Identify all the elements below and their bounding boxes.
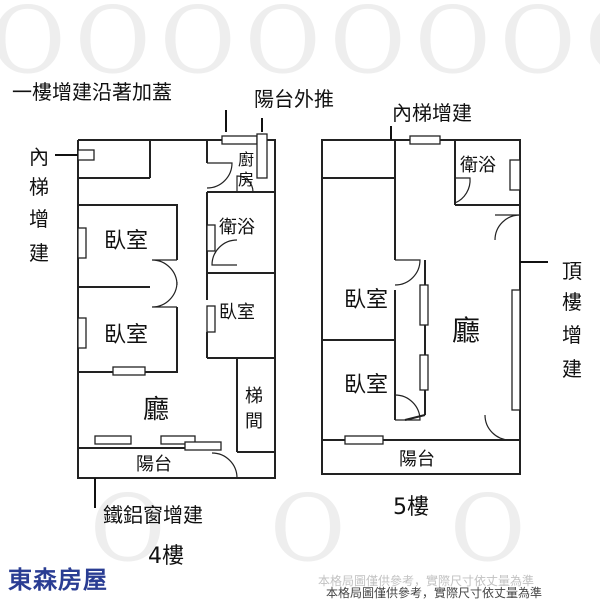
- window: [160, 435, 196, 445]
- room-label-living: 廳: [143, 395, 169, 425]
- window: [419, 284, 429, 326]
- window: [509, 159, 521, 191]
- door: [236, 175, 254, 193]
- door: [394, 394, 421, 421]
- watermark-glyph: O: [450, 475, 525, 582]
- door: [494, 214, 521, 241]
- door: [454, 177, 471, 204]
- floor4-plan: 臥室 臥室 臥室 衛浴 廚 房 梯 間 廳 陽台: [77, 133, 276, 479]
- watermark-glyph: O: [75, 0, 150, 94]
- window: [206, 224, 216, 252]
- door: [211, 452, 238, 479]
- floor4-caption: 4樓: [148, 544, 184, 569]
- room-label-bedroom: 臥室: [104, 229, 148, 254]
- window: [206, 305, 216, 333]
- watermark-glyph: O: [90, 475, 165, 582]
- floor5-plan: 衛浴 臥室 臥室 廳 陽台: [321, 135, 521, 475]
- annotation-inner-stair-char: 梯: [29, 175, 49, 199]
- door: [484, 414, 511, 441]
- window: [77, 149, 95, 161]
- room-label-balcony: 陽台: [136, 454, 172, 475]
- watermark-row: O O O O O O O O O O O: [0, 0, 600, 582]
- window: [184, 441, 222, 451]
- room-label-bedroom: 臥室: [344, 373, 388, 398]
- door: [151, 259, 178, 286]
- room-label-bedroom: 臥室: [104, 323, 148, 348]
- annotation-inner-stair-right: 內梯增建: [392, 101, 472, 125]
- room-label-bedroom: 臥室: [219, 302, 255, 323]
- watermark-glyph: O: [500, 0, 575, 94]
- annotation-balcony-push: 陽台外推: [254, 87, 334, 111]
- window: [77, 317, 87, 349]
- disclaimer-text: 本格局圖僅供參考，實際尺寸依丈量為準: [326, 585, 542, 600]
- door: [394, 259, 421, 286]
- floor5-caption: 5樓: [393, 495, 429, 520]
- annotation-inner-stair-char: 建: [29, 241, 49, 265]
- annotation-roof-ext-char: 樓: [562, 290, 582, 314]
- window: [112, 366, 146, 376]
- room-label-balcony: 陽台: [399, 449, 435, 470]
- window: [256, 133, 268, 179]
- door: [151, 281, 178, 308]
- door: [211, 239, 238, 266]
- window: [77, 227, 87, 259]
- room-label-bath: 衛浴: [460, 155, 496, 176]
- annotations: 一樓增建沿著加蓋 陽台外推 內 梯 增 建 鐵鋁窗增建 內梯增建 頂 樓 增 建: [12, 80, 582, 527]
- window: [511, 289, 521, 411]
- window: [409, 135, 441, 145]
- watermark-glyph: O: [330, 0, 405, 94]
- annotation-roof-ext-char: 增: [562, 323, 582, 347]
- room-label-bath: 衛浴: [219, 217, 255, 238]
- annotation-inner-stair-char: 增: [29, 207, 49, 231]
- watermark-glyph: O: [270, 475, 345, 582]
- window: [94, 435, 132, 445]
- annotation-roof-ext-char: 建: [562, 357, 582, 381]
- door: [206, 162, 233, 189]
- room-label-stair-1: 梯: [245, 386, 263, 407]
- watermark-glyph: O: [160, 0, 235, 94]
- watermark-glyph: O: [0, 0, 65, 94]
- watermark-glyph: O: [415, 0, 490, 94]
- annotation-first-floor-ext: 一樓增建沿著加蓋: [12, 80, 172, 104]
- room-label-stair-2: 間: [245, 411, 263, 432]
- room-label-kitchen-2: 房: [238, 170, 254, 189]
- watermark-glyph: O: [585, 0, 600, 94]
- window: [419, 354, 429, 391]
- room-label-bedroom: 臥室: [344, 288, 388, 313]
- annotation-inner-stair-char: 內: [29, 145, 49, 169]
- window: [344, 435, 384, 445]
- annotation-iron-window: 鐵鋁窗增建: [103, 503, 203, 527]
- room-label-living: 廳: [452, 314, 480, 347]
- annotation-roof-ext-char: 頂: [562, 259, 582, 283]
- brand-logo-text: 東森房屋: [8, 566, 108, 594]
- window: [221, 135, 258, 145]
- disclaimer-shadow: 本格局圖僅供參考，實際尺寸依丈量為準: [318, 573, 534, 588]
- room-label-kitchen-1: 廚: [238, 150, 254, 169]
- watermark-glyph: O: [245, 0, 320, 94]
